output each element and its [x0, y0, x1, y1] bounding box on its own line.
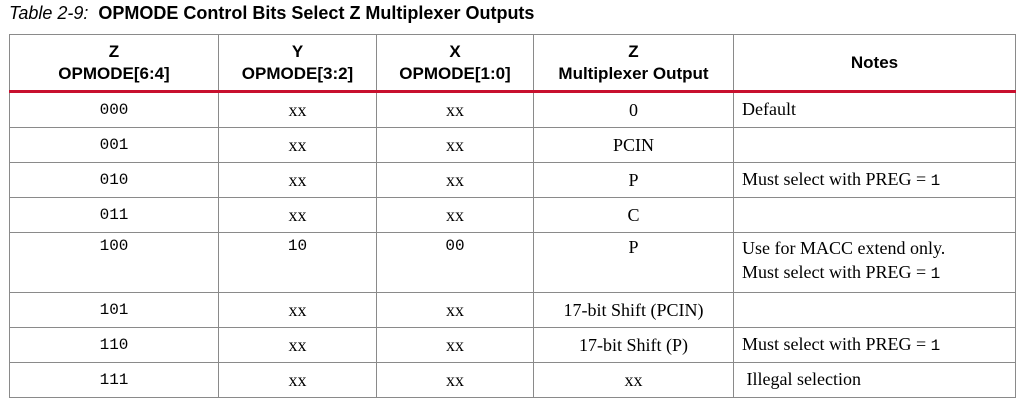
cell-z-output: 0: [533, 91, 734, 128]
note-text: Must select with PREG =: [742, 169, 931, 189]
cell-notes: Default: [733, 91, 1016, 128]
cell-x-opmode: xx: [376, 327, 534, 363]
cell-y-opmode: xx: [218, 362, 377, 398]
table-title: OPMODE Control Bits Select Z Multiplexer…: [98, 3, 535, 23]
cell-y-opmode: xx: [218, 197, 377, 233]
cell-notes: [733, 292, 1016, 328]
cell-y-opmode: xx: [218, 292, 377, 328]
cell-z-output: P: [533, 162, 734, 198]
note-code-value: 1: [930, 172, 941, 190]
table-caption: Table 2-9: OPMODE Control Bits Select Z M…: [9, 3, 534, 24]
cell-notes: [733, 197, 1016, 233]
cell-x-opmode: xx: [376, 91, 534, 128]
cell-x-opmode: xx: [376, 362, 534, 398]
cell-z-opmode: 101: [9, 292, 219, 328]
cell-z-output: 17-bit Shift (PCIN): [533, 292, 734, 328]
note-text: Use for MACC extend only.: [742, 238, 946, 258]
cell-z-output: P: [533, 232, 734, 293]
note-text: Default: [742, 99, 796, 119]
table-number: Table 2-9:: [9, 3, 89, 23]
cell-x-opmode: xx: [376, 197, 534, 233]
header-notes: Notes: [733, 34, 1016, 93]
cell-notes: Illegal selection: [733, 362, 1016, 398]
cell-y-opmode: 10: [218, 232, 377, 293]
cell-notes: Must select with PREG = 1: [733, 162, 1016, 198]
note-code-value: 1: [930, 337, 941, 355]
cell-z-opmode: 111: [9, 362, 219, 398]
cell-z-output: C: [533, 197, 734, 233]
note-text: Must select with PREG =: [742, 262, 931, 282]
cell-y-opmode: xx: [218, 327, 377, 363]
cell-z-opmode: 100: [9, 232, 219, 293]
cell-x-opmode: xx: [376, 127, 534, 163]
cell-y-opmode: xx: [218, 91, 377, 128]
cell-z-opmode: 010: [9, 162, 219, 198]
cell-z-opmode: 011: [9, 197, 219, 233]
note-text: Illegal selection: [742, 369, 861, 389]
note-code-value: 1: [930, 265, 941, 283]
cell-y-opmode: xx: [218, 162, 377, 198]
cell-z-output: PCIN: [533, 127, 734, 163]
cell-z-opmode: 110: [9, 327, 219, 363]
cell-z-output: xx: [533, 362, 734, 398]
cell-z-opmode: 000: [9, 91, 219, 128]
cell-y-opmode: xx: [218, 127, 377, 163]
cell-x-opmode: xx: [376, 292, 534, 328]
cell-z-output: 17-bit Shift (P): [533, 327, 734, 363]
cell-notes: [733, 127, 1016, 163]
note-text: Must select with PREG =: [742, 334, 931, 354]
cell-notes: Use for MACC extend only. Must select wit…: [733, 232, 1016, 293]
cell-x-opmode: 00: [376, 232, 534, 293]
cell-x-opmode: xx: [376, 162, 534, 198]
cell-notes: Must select with PREG = 1: [733, 327, 1016, 363]
cell-z-opmode: 001: [9, 127, 219, 163]
